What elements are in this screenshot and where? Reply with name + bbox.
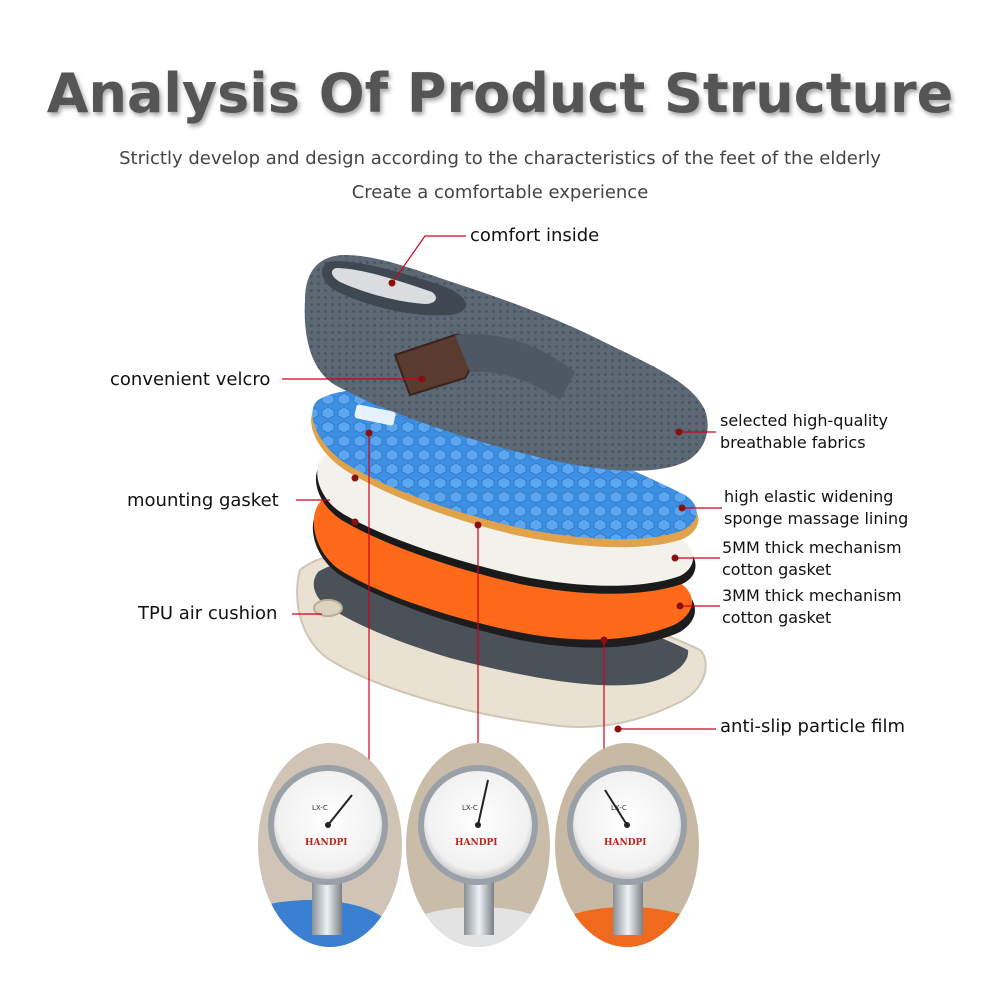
blue-sponge-insole-layer	[311, 389, 699, 548]
label-comfort-inside: comfort inside	[470, 225, 600, 246]
shoe-upper	[304, 255, 708, 471]
label-3mm-line-1: 3MM thick mechanism	[722, 586, 902, 605]
label-fabrics-line-1: selected high-quality	[720, 411, 889, 430]
hardness-gauge-1: LX-C HANDPI	[258, 743, 402, 947]
label-anti-slip: anti-slip particle film	[720, 716, 906, 737]
subtitle-line-1: Strictly develop and design according to…	[119, 148, 881, 169]
leader-comfort-inside	[391, 235, 466, 284]
leader-lines	[282, 235, 722, 780]
label-fabrics-line-2: breathable fabrics	[720, 433, 866, 452]
svg-text:HANDPI: HANDPI	[305, 838, 348, 848]
label-5mm-line-1: 5MM thick mechanism	[722, 538, 902, 557]
label-convenient-velcro: convenient velcro	[110, 369, 271, 390]
label-mounting-gasket: mounting gasket	[127, 490, 279, 511]
leader-dots	[351, 279, 686, 733]
label-3mm-line-2: cotton gasket	[722, 608, 832, 627]
page-title: Analysis Of Product Structure	[46, 62, 954, 125]
svg-text:LX-C: LX-C	[462, 804, 478, 812]
svg-text:LX-C: LX-C	[611, 804, 627, 812]
subtitle-line-2: Create a comfortable experience	[351, 182, 649, 203]
svg-text:HANDPI: HANDPI	[604, 838, 647, 848]
hardness-gauge-2: LX-C HANDPI	[406, 743, 550, 947]
label-tpu-air-cushion: TPU air cushion	[138, 603, 278, 624]
label-sponge-line-1: high elastic widening	[724, 487, 894, 506]
svg-text:HANDPI: HANDPI	[455, 838, 498, 848]
svg-text:LX-C: LX-C	[312, 804, 328, 812]
label-sponge-line-2: sponge massage lining	[724, 509, 909, 528]
hardness-gauge-3: LX-C HANDPI	[555, 743, 699, 947]
label-5mm-line-2: cotton gasket	[722, 560, 832, 579]
